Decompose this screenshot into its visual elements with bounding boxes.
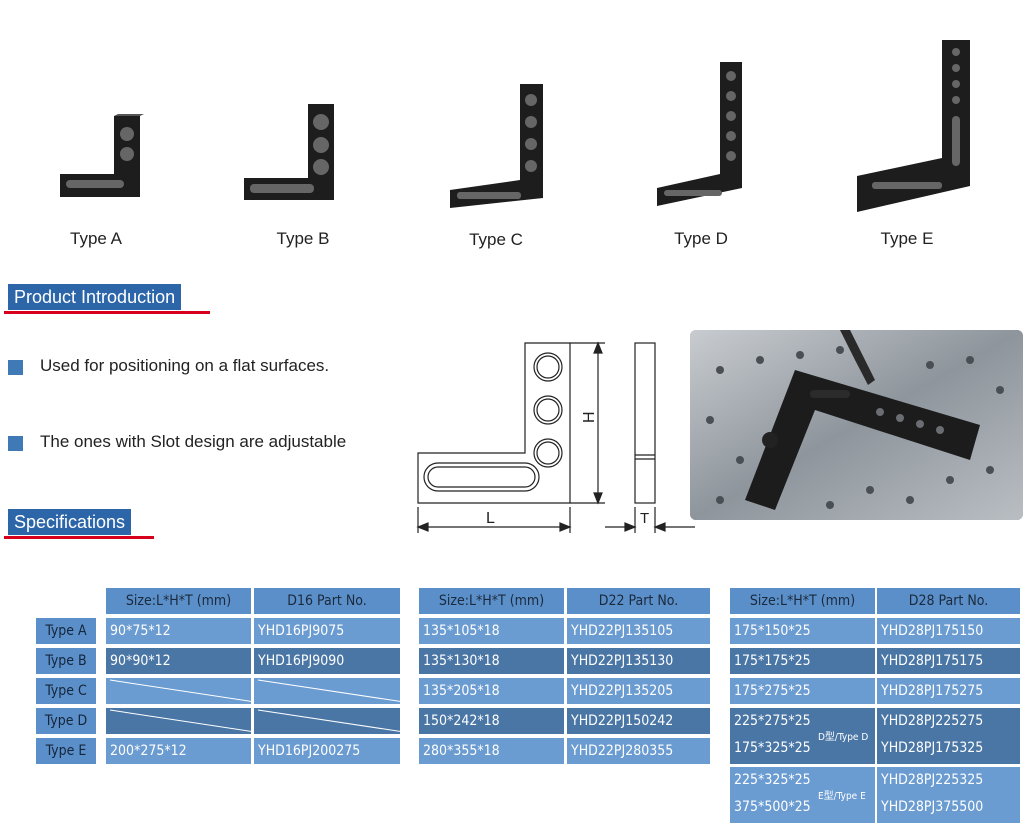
dimension-drawing: H L T — [416, 341, 695, 533]
type-b-bracket-image — [244, 104, 334, 200]
d28-size-cell: 175*150*25 — [730, 618, 875, 644]
type-d-bracket-image — [657, 62, 742, 206]
type-e-bracket-image — [857, 40, 970, 212]
d16-part-cell: YHD16PJ200275 — [254, 738, 400, 764]
d28-type-e-tag: E型/Type E — [818, 791, 866, 802]
dimension-t-label: T — [640, 510, 649, 527]
d28-part-cell: YHD28PJ175175 — [877, 648, 1020, 674]
d22-part-cell: YHD22PJ135205 — [567, 678, 710, 704]
d28-type-e-part-cell: YHD28PJ225325 YHD28PJ375500 — [877, 767, 1020, 823]
d16-empty-cell — [106, 708, 251, 734]
d22-size-header: Size:L*H*T (mm) — [419, 588, 564, 614]
d28-type-d-size-cell: 225*275*25 175*325*25 D型/Type D — [730, 708, 875, 764]
d22-size-cell: 280*355*18 — [419, 738, 564, 764]
d28-size-line: 225*325*25 — [734, 772, 811, 788]
d22-size-cell: 135*105*18 — [419, 618, 564, 644]
heading-underline — [4, 536, 154, 539]
d16-size-cell: 90*75*12 — [106, 618, 251, 644]
d16-empty-cell — [254, 678, 400, 704]
d22-size-cell: 150*242*18 — [419, 708, 564, 734]
diagonal-empty-mark — [257, 709, 400, 732]
d28-type-d-part-cell: YHD28PJ225275 YHD28PJ175325 — [877, 708, 1020, 764]
d28-size-line: 175*325*25 — [734, 740, 811, 756]
d28-size-header: Size:L*H*T (mm) — [730, 588, 875, 614]
d28-part-cell: YHD28PJ175275 — [877, 678, 1020, 704]
d28-size-line: 375*500*25 — [734, 799, 811, 815]
d22-part-cell: YHD22PJ135105 — [567, 618, 710, 644]
d28-part-line: YHD28PJ225275 — [881, 713, 984, 729]
d16-size-cell: 200*275*12 — [106, 738, 251, 764]
usage-photo — [690, 330, 1023, 520]
d16-part-cell: YHD16PJ9075 — [254, 618, 400, 644]
dimension-l-label: L — [486, 510, 495, 527]
d16-empty-cell — [106, 678, 251, 704]
d16-size-cell: 90*90*12 — [106, 648, 251, 674]
diagonal-empty-mark — [109, 679, 251, 702]
type-c-bracket-image — [450, 84, 543, 208]
d28-size-cell: 175*175*25 — [730, 648, 875, 674]
d28-size-cell: 175*275*25 — [730, 678, 875, 704]
type-c-label: Type C — [469, 230, 523, 249]
d28-part-cell: YHD28PJ175150 — [877, 618, 1020, 644]
row-label-type-e: Type E — [36, 738, 96, 764]
row-label-type-a: Type A — [36, 618, 96, 644]
d28-part-line: YHD28PJ225325 — [881, 772, 984, 788]
intro-bullet-1: Used for positioning on a flat surfaces. — [40, 356, 330, 375]
row-label-type-d: Type D — [36, 708, 96, 734]
heading-underline — [4, 311, 210, 314]
d28-part-line: YHD28PJ375500 — [881, 799, 984, 815]
type-b-label: Type B — [276, 229, 330, 248]
d22-part-cell: YHD22PJ135130 — [567, 648, 710, 674]
diagonal-empty-mark — [257, 679, 400, 702]
d22-part-header: D22 Part No. — [567, 588, 710, 614]
type-a-bracket-image — [60, 114, 144, 197]
type-e-label: Type E — [880, 229, 934, 248]
row-label-type-b: Type B — [36, 648, 96, 674]
d28-part-header: D28 Part No. — [877, 588, 1020, 614]
d28-type-e-size-cell: 225*325*25 375*500*25 E型/Type E — [730, 767, 875, 823]
d22-part-cell: YHD22PJ280355 — [567, 738, 710, 764]
bullet-icon — [8, 360, 23, 375]
d28-type-d-tag: D型/Type D — [818, 732, 869, 743]
d28-part-line: YHD28PJ175325 — [881, 740, 984, 756]
usage-photo-illustration — [690, 330, 1023, 520]
bullet-icon — [8, 436, 23, 451]
d22-size-cell: 135*205*18 — [419, 678, 564, 704]
d16-part-header: D16 Part No. — [254, 588, 400, 614]
intro-bullet-2: The ones with Slot design are adjustable — [40, 432, 347, 451]
row-label-type-c: Type C — [36, 678, 96, 704]
dimension-h-label: H — [581, 411, 598, 423]
d16-part-cell: YHD16PJ9090 — [254, 648, 400, 674]
specifications-heading: Specifications — [8, 509, 132, 535]
d28-size-line: 225*275*25 — [734, 713, 811, 729]
d16-empty-cell — [254, 708, 400, 734]
d16-size-header: Size:L*H*T (mm) — [106, 588, 251, 614]
d22-size-cell: 135*130*18 — [419, 648, 564, 674]
type-a-label: Type A — [70, 229, 122, 248]
d22-part-cell: YHD22PJ150242 — [567, 708, 710, 734]
type-d-label: Type D — [674, 229, 728, 248]
diagonal-empty-mark — [109, 709, 251, 732]
product-introduction-heading: Product Introduction — [8, 284, 182, 310]
